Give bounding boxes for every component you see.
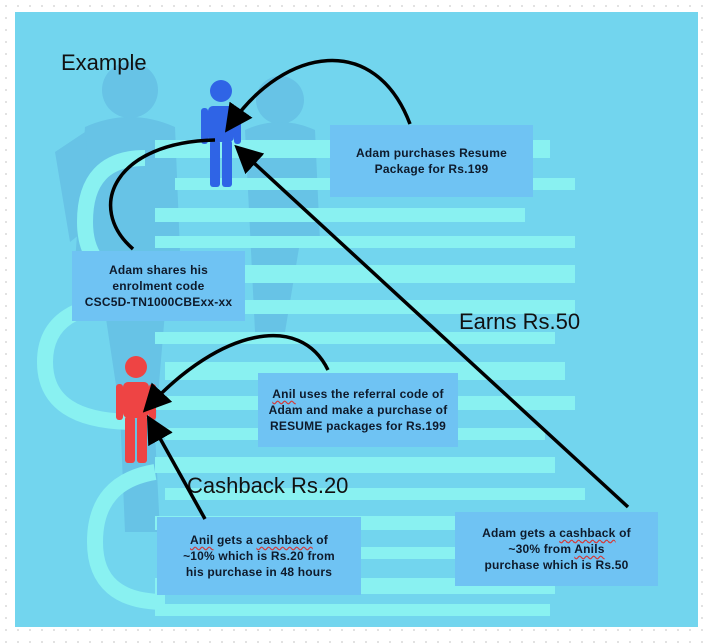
share-arc-line <box>108 138 216 251</box>
adam-cashback-text-3: purchase which is Rs.50 <box>484 558 629 572</box>
adam-cashback-text-2: of ~30% from <box>508 526 631 556</box>
cashback-word: cashback <box>559 526 616 540</box>
anil-uses-text: uses the referral code of Adam and make … <box>268 387 448 433</box>
example-title: Example <box>61 50 147 75</box>
purchase-arc-arrow <box>224 58 412 133</box>
anil-person-icon <box>116 356 156 463</box>
diagram-canvas: Adam purchases Resume Package for Rs.199… <box>15 12 698 627</box>
anil-word: Anil <box>272 387 296 401</box>
anil-cashback-text-1: gets a <box>213 533 257 547</box>
adam-shares-box: Adam shares his enrolment code CSC5D-TN1… <box>72 251 245 321</box>
earns-adam-arrow <box>234 144 630 509</box>
cashback-label: Cashback Rs.20 <box>187 473 349 498</box>
anil-uses-box: Anil uses the referral code of Adam and … <box>258 373 458 447</box>
anil-purchase-arc-arrow <box>142 334 330 413</box>
anil-word: Anil <box>189 533 214 547</box>
cashback-anil-arrow <box>146 414 207 520</box>
adam-cashback-text-1: Adam gets a <box>482 526 560 540</box>
flow-arrows <box>108 58 630 520</box>
anil-cashback-text-2: of ~10% which is Rs.20 from his purchase… <box>183 533 335 579</box>
anils-word: Anils <box>574 542 605 556</box>
adam-person-icon <box>201 80 241 187</box>
adam-purchase-box: Adam purchases Resume Package for Rs.199 <box>330 125 533 197</box>
foreground-art <box>108 58 630 520</box>
earns-label: Earns Rs.50 <box>459 309 581 334</box>
adam-cashback-box: Adam gets a cashback of ~30% from Anils … <box>455 512 658 586</box>
cashback-word: cashback <box>256 533 313 547</box>
anil-cashback-box: Anil gets a cashback of ~10% which is Rs… <box>157 517 361 595</box>
